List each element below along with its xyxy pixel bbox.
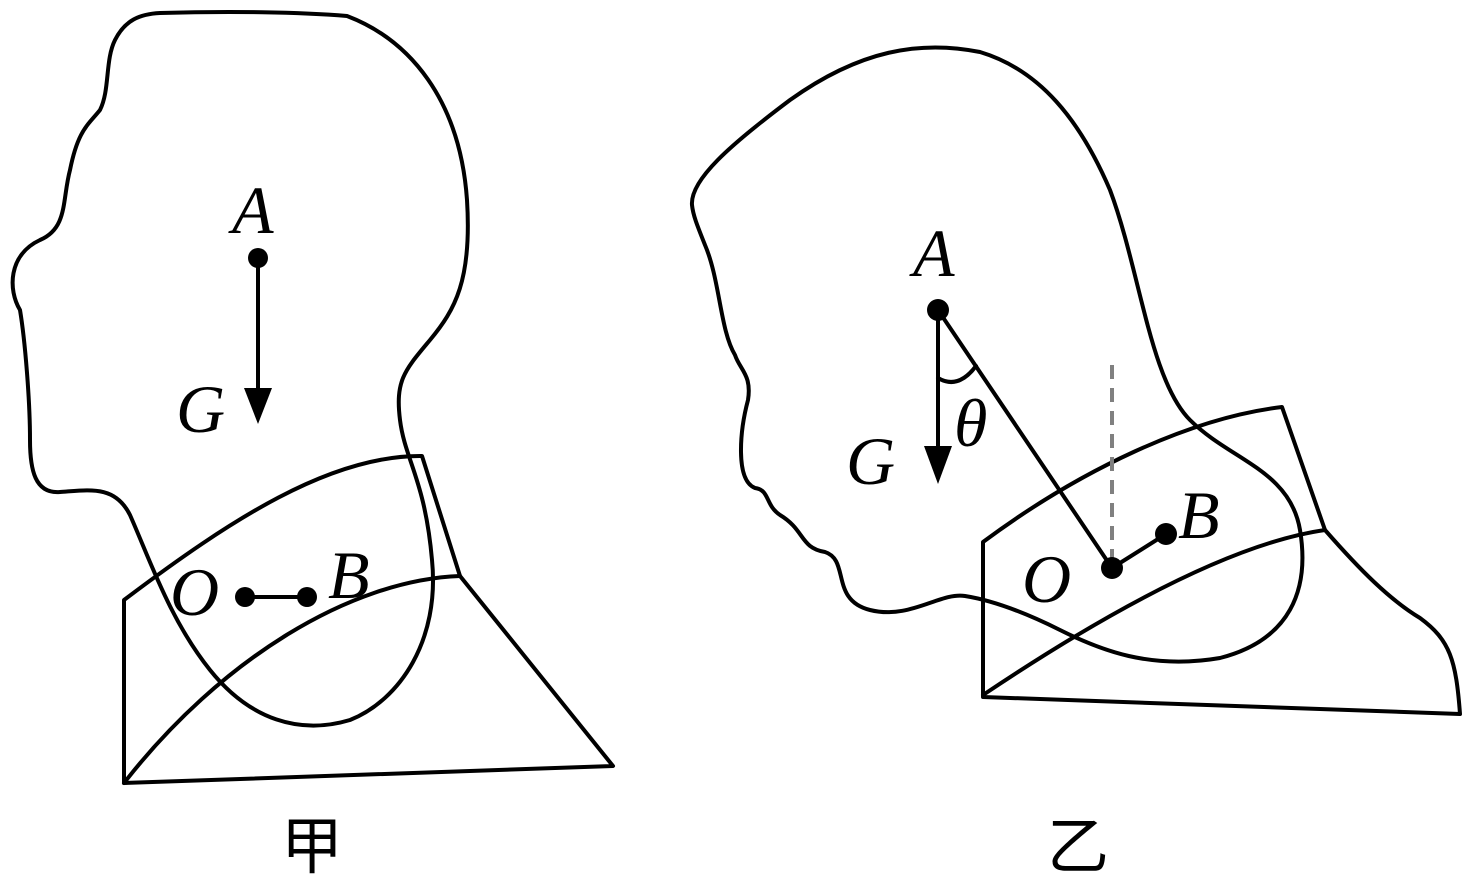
figure-yi: A G θ O B 乙	[689, 45, 1462, 883]
label-o-yi: O	[1022, 541, 1071, 617]
label-b-yi: B	[1178, 477, 1220, 553]
point-o-yi	[1101, 557, 1123, 579]
label-g-yi: G	[846, 423, 895, 499]
neck-brace-jia	[122, 453, 615, 785]
brace-curve-yi	[981, 528, 1327, 697]
head-outline-yi	[689, 45, 1305, 664]
head-outline-jia	[10, 10, 470, 728]
caption-jia: 甲	[281, 810, 343, 883]
label-a-jia: A	[228, 172, 274, 248]
neck-brace-yi	[981, 405, 1462, 716]
point-o-jia	[235, 587, 255, 607]
label-a-yi: A	[909, 215, 955, 291]
figure-jia: A G O B 甲	[10, 10, 615, 883]
angle-arc-yi	[936, 364, 978, 384]
label-theta-yi: θ	[954, 385, 987, 461]
caption-yi: 乙	[1047, 810, 1109, 883]
point-b-yi	[1155, 523, 1177, 545]
gravity-arrowhead-yi	[924, 446, 952, 484]
label-o-jia: O	[170, 554, 219, 630]
point-b-jia	[297, 587, 317, 607]
brace-curve-jia	[122, 574, 462, 785]
label-b-jia: B	[328, 537, 370, 613]
point-a-jia	[248, 248, 268, 268]
point-a-yi	[927, 299, 949, 321]
rod-ao-yi	[936, 308, 1114, 570]
label-g-jia: G	[176, 371, 225, 447]
gravity-arrowhead-jia	[244, 388, 272, 424]
